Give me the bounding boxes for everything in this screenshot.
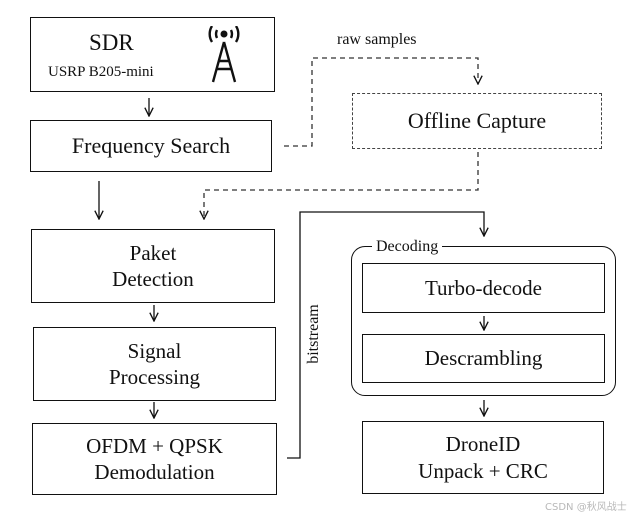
watermark: CSDN @秋风战士 xyxy=(545,502,627,513)
frequency-search-box: Frequency Search xyxy=(30,120,272,172)
offline-capture-label: Offline Capture xyxy=(407,108,547,134)
packet-detection-box: Paket Detection xyxy=(31,229,275,303)
ofdm-demodulation-box: OFDM + QPSK Demodulation xyxy=(32,423,277,495)
signal-processing-line2: Processing xyxy=(109,365,200,389)
edge-bitstream xyxy=(287,211,484,459)
sdr-title: SDR xyxy=(89,30,134,55)
edge-raw-samples xyxy=(284,57,478,147)
droneid-unpack-box: DroneID Unpack + CRC xyxy=(362,421,604,494)
packet-detection-line2: Detection xyxy=(112,267,194,291)
turbo-decode-box: Turbo-decode xyxy=(362,263,605,313)
sdr-box: SDR USRP B205-mini xyxy=(30,17,275,92)
turbo-decode-label: Turbo-decode xyxy=(424,275,543,300)
bitstream-label: bitstream xyxy=(305,304,322,364)
droneid-line1: DroneID xyxy=(445,432,521,457)
signal-processing-line1: Signal xyxy=(127,338,182,363)
edge-offline-to-detection xyxy=(204,152,479,219)
decoding-group xyxy=(351,246,616,396)
decoding-group-label: Decoding xyxy=(372,238,443,256)
raw-samples-label: raw samples xyxy=(337,31,417,48)
ofdm-demodulation-line2: Demodulation xyxy=(94,460,215,484)
antenna-tower-icon xyxy=(204,25,244,86)
ofdm-demodulation-line1: OFDM + QPSK xyxy=(86,433,223,458)
sdr-model: USRP B205-mini xyxy=(48,64,154,80)
signal-processing-box: Signal Processing xyxy=(33,327,276,401)
frequency-search-label: Frequency Search xyxy=(71,133,231,159)
descrambling-label: Descrambling xyxy=(424,346,543,371)
droneid-line2: Unpack + CRC xyxy=(418,458,548,483)
offline-capture-box: Offline Capture xyxy=(352,93,602,149)
descrambling-box: Descrambling xyxy=(362,334,605,383)
packet-detection-line1: Paket xyxy=(129,240,177,265)
